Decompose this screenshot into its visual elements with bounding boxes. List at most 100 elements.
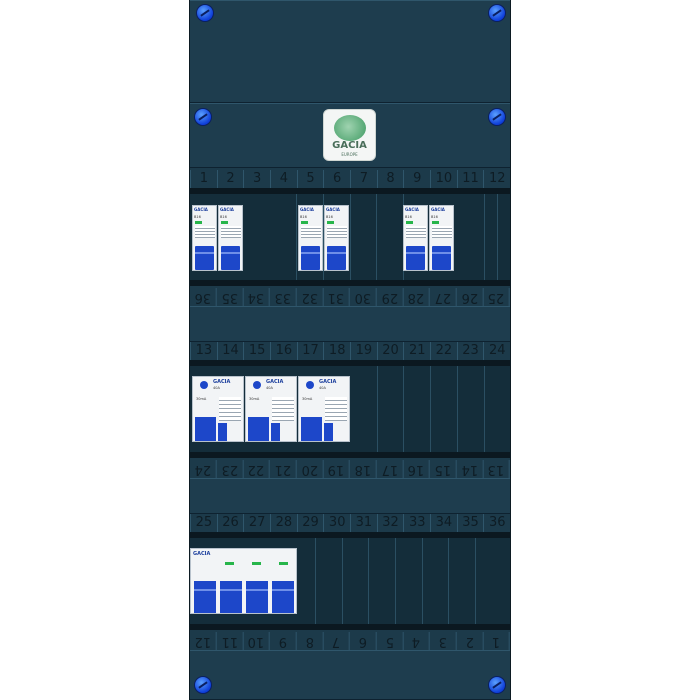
slot-number: 35 [456, 514, 484, 532]
breaker-brand: GACIA [431, 207, 445, 212]
slot-number: 22 [243, 460, 271, 478]
circuit-breaker[interactable]: GACIA B16 [298, 205, 323, 271]
screw-icon [196, 4, 214, 22]
din-rail-bottom [190, 280, 510, 286]
slot-number: 11 [456, 170, 484, 188]
slot-number: 29 [376, 288, 404, 306]
slot-number: 15 [430, 460, 457, 478]
slot-number: 20 [376, 342, 404, 360]
slot-number: 8 [296, 632, 324, 650]
main-switch-brand: GACIA [193, 551, 211, 557]
globe-icon [334, 115, 366, 141]
din-rail-top [190, 188, 510, 194]
breaker-brand: GACIA [194, 207, 208, 212]
screw-icon [194, 676, 212, 694]
slot-number: 31 [350, 514, 377, 532]
slot-number: 14 [216, 342, 244, 360]
breaker-lever[interactable] [221, 246, 240, 270]
slot-number: 34 [243, 288, 271, 306]
main-switch-pole[interactable] [272, 581, 294, 613]
circuit-breaker[interactable]: GACIA B16 [218, 205, 243, 271]
slot-number: 24 [483, 342, 510, 360]
circuit-breaker[interactable]: GACIA B16 [192, 205, 217, 271]
din-rail-row1[interactable] [190, 194, 510, 280]
residual-current-device[interactable]: GACIA 40A 30mA [298, 376, 350, 442]
row1-bottom-numbers: 36 35 34 33 32 31 30 29 28 27 26 25 [190, 288, 511, 306]
slot-number: 16 [403, 460, 431, 478]
slot-number: 18 [350, 460, 377, 478]
breaker-lever[interactable] [301, 246, 320, 270]
test-button-icon[interactable] [200, 381, 208, 389]
slot-number: 16 [270, 342, 297, 360]
main-switch[interactable]: GACIA [190, 548, 297, 614]
slot-number: 4 [403, 632, 431, 650]
main-switch-pole[interactable] [246, 581, 268, 613]
rcd-rating: 40A [319, 386, 326, 390]
slot-number: 11 [216, 632, 244, 650]
slot-number: 31 [323, 288, 351, 306]
rcd-brand: GACIA [213, 379, 231, 385]
breaker-model: B16 [220, 215, 227, 219]
breaker-model: B16 [300, 215, 307, 219]
status-indicator [252, 562, 261, 565]
rcd-lever[interactable] [248, 417, 269, 441]
slot-number: 1 [483, 632, 511, 650]
breaker-lever[interactable] [432, 246, 451, 270]
rcd-lever[interactable] [301, 417, 322, 441]
main-switch-pole[interactable] [220, 581, 242, 613]
slot-number: 26 [216, 514, 244, 532]
slot-number: 32 [376, 514, 404, 532]
status-indicator [195, 221, 202, 224]
circuit-breaker[interactable]: GACIA B16 [403, 205, 428, 271]
slot-number: 36 [190, 288, 217, 306]
slot-number: 21 [403, 342, 430, 360]
slot-number: 21 [270, 460, 297, 478]
slot-number: 30 [323, 514, 350, 532]
slot-number: 15 [243, 342, 270, 360]
main-switch-pole[interactable] [194, 581, 216, 613]
slot-number: 4 [270, 170, 297, 188]
slot-number: 13 [483, 460, 511, 478]
slot-number: 1 [190, 170, 217, 188]
breaker-lever[interactable] [327, 246, 346, 270]
din-rail-top [190, 360, 510, 366]
status-indicator [221, 221, 228, 224]
breaker-lever[interactable] [195, 246, 214, 270]
screw-icon [488, 4, 506, 22]
residual-current-device[interactable]: GACIA 40A 30mA [192, 376, 244, 442]
slot-number: 10 [430, 170, 457, 188]
slot-number: 5 [296, 170, 324, 188]
slot-number: 18 [323, 342, 350, 360]
din-rail-top [190, 532, 510, 538]
row2-top-numbers: 13 14 15 16 17 18 19 20 21 22 23 24 [190, 342, 510, 360]
rcd-lever[interactable] [195, 417, 216, 441]
bottom-cover-panel [190, 650, 510, 700]
slot-number: 19 [350, 342, 377, 360]
residual-current-device[interactable]: GACIA 40A 30mA [245, 376, 297, 442]
circuit-breaker[interactable]: GACIA B16 [324, 205, 349, 271]
breaker-lever[interactable] [406, 246, 425, 270]
slot-number: 26 [456, 288, 484, 306]
slot-number: 32 [296, 288, 324, 306]
slot-number: 12 [190, 632, 217, 650]
test-button-icon[interactable] [253, 381, 261, 389]
brand-logo: GACIA EUROPE [323, 109, 376, 161]
slot-number: 24 [190, 460, 217, 478]
slot-number: 27 [243, 514, 270, 532]
circuit-breaker[interactable]: GACIA B16 [429, 205, 454, 271]
slot-number: 3 [430, 632, 457, 650]
slot-number: 5 [376, 632, 404, 650]
breaker-brand: GACIA [300, 207, 314, 212]
slot-number: 3 [243, 170, 270, 188]
slot-number: 19 [323, 460, 351, 478]
slot-number: 7 [350, 170, 377, 188]
breaker-model: B16 [326, 215, 333, 219]
slot-number: 9 [270, 632, 297, 650]
test-button-icon[interactable] [306, 381, 314, 389]
blank-panel [190, 306, 510, 342]
slot-number: 28 [403, 288, 431, 306]
breaker-model: B16 [405, 215, 412, 219]
slot-number: 22 [430, 342, 457, 360]
rcd-sensitivity: 30mA [302, 397, 313, 401]
rcd-rating: 40A [266, 386, 273, 390]
